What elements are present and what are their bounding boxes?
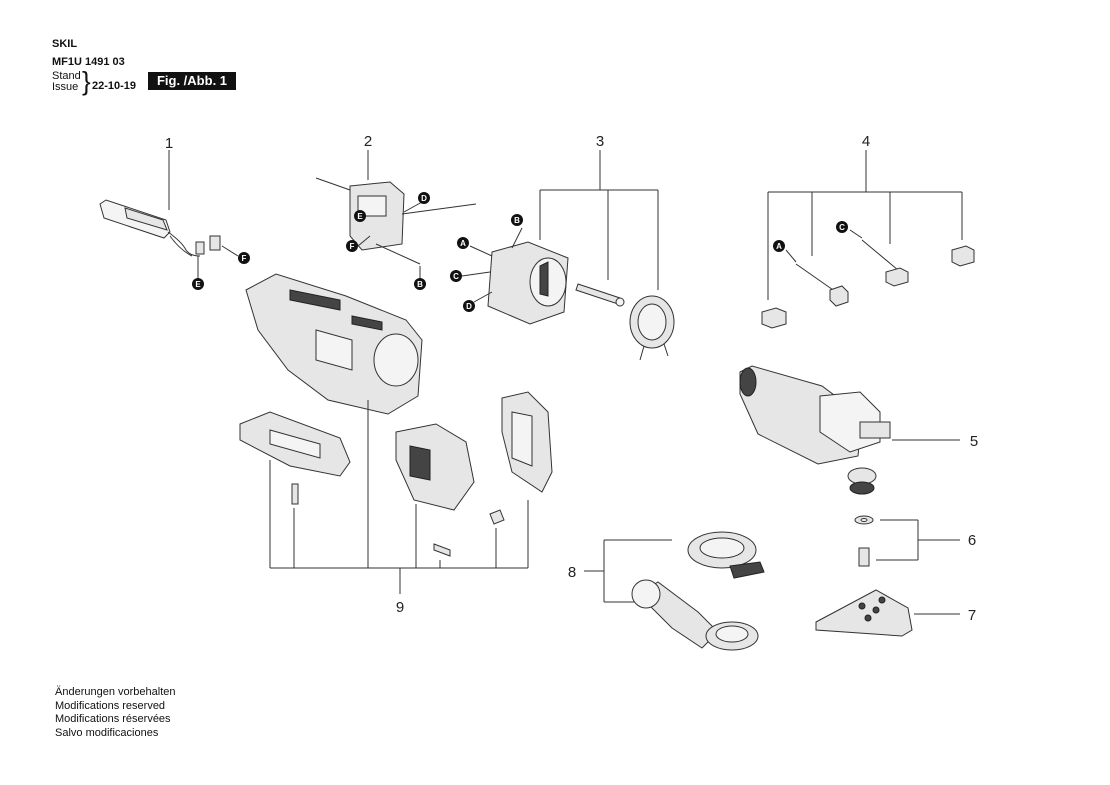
note-french: Modifications réservées	[55, 713, 171, 725]
badge-b-stator: B	[511, 214, 523, 226]
model-number: MF1U 1491 03	[52, 56, 125, 68]
badge-b-switch: B	[414, 278, 426, 290]
svg-text:A: A	[776, 242, 782, 251]
callout-7: 7	[968, 607, 976, 624]
part-4-brushes	[761, 150, 975, 329]
part-1-cord	[99, 150, 239, 278]
badge-e-left: E	[192, 278, 204, 290]
badge-c-stator: C	[450, 270, 462, 282]
badge-f-switch: F	[346, 240, 358, 252]
issue-label: Issue	[52, 81, 79, 93]
callout-9: 9	[396, 599, 404, 616]
motor-housing	[245, 273, 423, 568]
svg-text:F: F	[350, 242, 355, 251]
callout-1: 1	[165, 135, 173, 152]
part-7-sanding-pad	[815, 589, 960, 637]
issue-date: 22-10-19	[92, 80, 137, 92]
svg-text:F: F	[242, 254, 247, 263]
callout-3: 3	[596, 133, 604, 150]
svg-text:B: B	[417, 280, 423, 289]
note-english: Modifications reserved	[55, 699, 166, 712]
part-2-switch	[315, 150, 477, 280]
svg-text:D: D	[466, 302, 472, 311]
badge-d-switch: D	[418, 192, 430, 204]
part-8-dust-extraction	[584, 531, 765, 651]
callout-2: 2	[364, 133, 372, 150]
badge-f-left: F	[238, 252, 250, 264]
disclaimer-notes: Änderungen vorbehalten Modifications res…	[55, 686, 175, 740]
callout-8: 8	[568, 564, 576, 581]
figure-label: Fig. /Abb. 1	[148, 72, 236, 90]
svg-text:B: B	[514, 216, 520, 225]
badge-d-stator: D	[463, 300, 475, 312]
note-spanish: Salvo modificaciones	[55, 726, 159, 739]
badge-a-brush: A	[773, 240, 785, 252]
svg-text:D: D	[421, 194, 427, 203]
callout-6: 6	[968, 532, 976, 549]
callout-5: 5	[970, 433, 978, 450]
note-german: Änderungen vorbehalten	[55, 686, 176, 698]
badge-e-switch: E	[354, 210, 366, 222]
svg-text:C: C	[839, 223, 845, 232]
callout-4: 4	[862, 133, 870, 150]
svg-text:E: E	[195, 280, 201, 289]
brand-name: SKIL	[52, 38, 78, 50]
badge-c-brush: C	[836, 221, 848, 233]
svg-text:A: A	[460, 239, 466, 248]
svg-text:C: C	[453, 272, 459, 281]
badge-a-stator: A	[457, 237, 469, 249]
part-3-stator	[461, 150, 675, 361]
svg-text:E: E	[357, 212, 363, 221]
part-5-armature	[739, 365, 960, 495]
part-9-housing-shells	[239, 391, 553, 594]
part-6-washer-screw	[854, 515, 960, 567]
brace-symbol: }	[82, 66, 91, 96]
stand-label: Stand	[52, 70, 81, 82]
